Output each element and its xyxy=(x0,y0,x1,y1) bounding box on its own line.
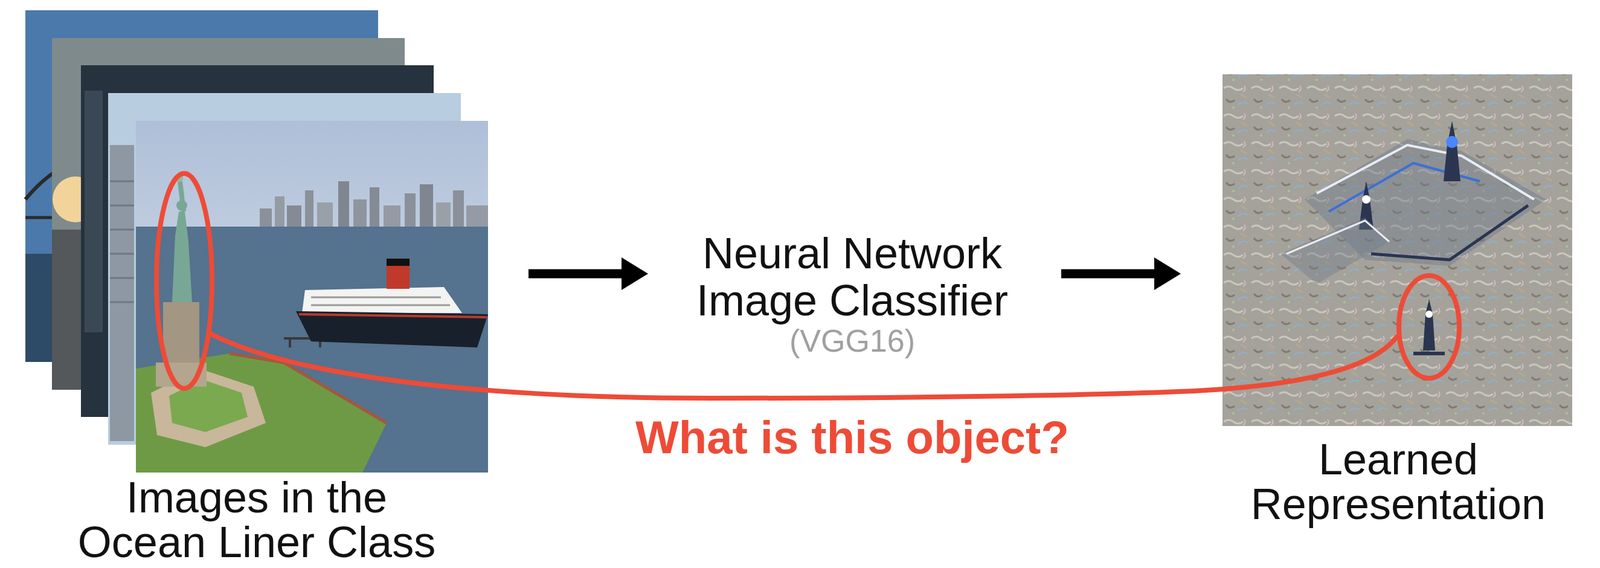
node-title: Neural Network Image Classifier xyxy=(671,229,1034,324)
image-panel: Learned Representation xyxy=(1214,69,1583,528)
flow-arrow xyxy=(528,257,649,290)
image-caption: Learned Representation xyxy=(1229,436,1568,527)
process-label: Neural Network Image Classifier(VGG16) xyxy=(671,229,1034,359)
edge-label: What is this object? xyxy=(635,411,1070,463)
highlight-ellipse xyxy=(1398,275,1460,379)
ocean-liner-photo xyxy=(135,120,489,473)
arrow-shaft xyxy=(1061,269,1157,279)
image-panel: Images in the Ocean Liner Class xyxy=(18,6,496,566)
arrow-shaft xyxy=(528,269,624,279)
arrow-head xyxy=(621,257,649,290)
learned-representation-image xyxy=(1222,74,1573,426)
arrow-head xyxy=(1154,257,1181,290)
link-curve xyxy=(211,334,1397,399)
link-curve-path xyxy=(211,334,1397,399)
highlight-ellipse xyxy=(156,173,213,389)
image-caption: Images in the Ocean Liner Class xyxy=(66,474,447,565)
node-subtitle: (VGG16) xyxy=(671,323,1034,358)
flow-arrow xyxy=(1061,257,1181,290)
